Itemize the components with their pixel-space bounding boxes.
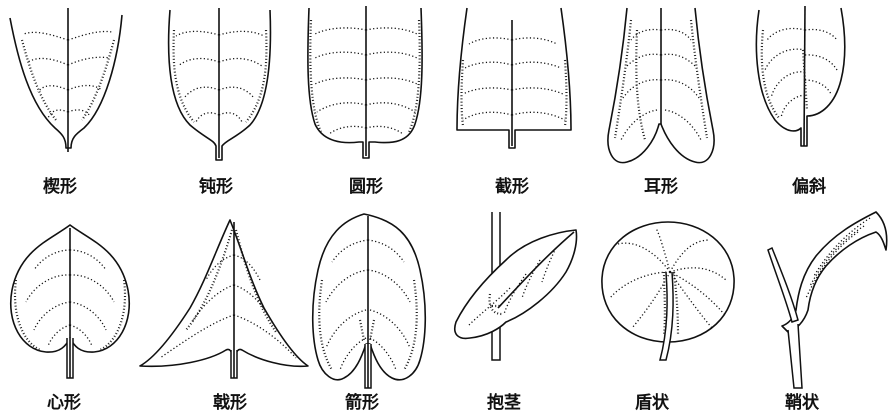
sheathing-leaf-drawing xyxy=(752,210,891,417)
peltate-base-leaf: 盾状 xyxy=(594,210,744,417)
rounded-leaf-drawing xyxy=(297,0,437,200)
cuneate-leaf-drawing xyxy=(0,0,140,200)
auriculate-base-leaf: 耳形 xyxy=(597,0,737,200)
peltate-label: 盾状 xyxy=(635,388,669,413)
oblique-base-leaf: 偏斜 xyxy=(745,0,891,200)
auriculate-label: 耳形 xyxy=(644,172,678,197)
rounded-base-leaf: 圆形 xyxy=(297,0,437,200)
amplexicaul-base-leaf: 抱茎 xyxy=(446,210,596,417)
obtuse-leaf-drawing xyxy=(150,0,290,200)
auriculate-leaf-drawing xyxy=(597,0,737,200)
sagittate-label: 箭形 xyxy=(345,388,379,413)
obtuse-base-leaf: 钝形 xyxy=(150,0,290,200)
sagittate-leaf-drawing xyxy=(304,210,444,417)
truncate-label: 截形 xyxy=(495,172,529,197)
oblique-label: 偏斜 xyxy=(792,172,826,197)
sheathing-base-leaf: 鞘状 xyxy=(752,210,891,417)
sagittate-base-leaf: 箭形 xyxy=(304,210,444,417)
oblique-leaf-drawing xyxy=(745,0,891,200)
peltate-leaf-drawing xyxy=(594,210,744,417)
rounded-label: 圆形 xyxy=(349,172,383,197)
obtuse-label: 钝形 xyxy=(199,172,233,197)
cuneate-label: 楔形 xyxy=(43,172,77,197)
hastate-base-leaf: 戟形 xyxy=(136,210,316,417)
sheathing-label: 鞘状 xyxy=(785,388,819,413)
truncate-base-leaf: 截形 xyxy=(445,0,585,200)
amplexicaul-leaf-drawing xyxy=(446,210,596,417)
cordate-leaf-drawing xyxy=(0,210,150,417)
hastate-leaf-drawing xyxy=(136,210,316,417)
truncate-leaf-drawing xyxy=(445,0,585,200)
amplexicaul-label: 抱茎 xyxy=(487,388,521,413)
cordate-label: 心形 xyxy=(47,388,81,413)
cordate-base-leaf: 心形 xyxy=(0,210,150,417)
cuneate-base-leaf: 楔形 xyxy=(0,0,140,200)
hastate-label: 戟形 xyxy=(213,388,247,413)
